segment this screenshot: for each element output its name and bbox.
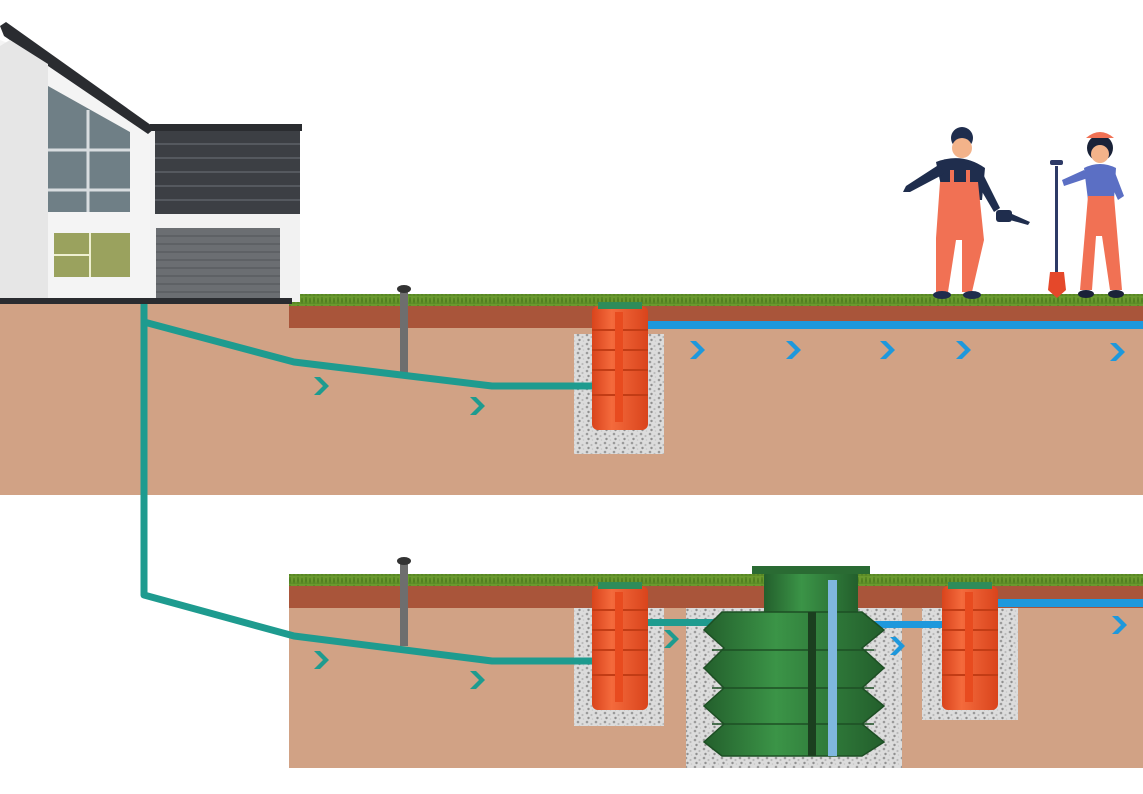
effluent-pipes <box>140 280 592 665</box>
shovel-icon <box>1048 160 1066 298</box>
gardener-man-icon <box>903 127 1000 299</box>
gardener-woman-icon <box>1062 132 1124 298</box>
watering-can-icon <box>996 210 1030 225</box>
clean-water-pipe <box>648 321 1143 329</box>
vent-pipe <box>397 285 411 376</box>
lower-panel <box>289 557 1143 768</box>
grass-strip <box>289 574 1143 586</box>
upper-panel <box>0 285 1143 495</box>
outlet-chamber <box>942 582 998 710</box>
vent-pipe <box>397 557 411 646</box>
treatment-tank <box>702 566 886 757</box>
house-icon <box>0 22 302 304</box>
filter-chamber <box>592 582 648 710</box>
effluent-pipe-upper <box>140 280 592 390</box>
connector-pipe <box>648 619 718 626</box>
filter-chamber <box>592 302 648 430</box>
effluent-pipe-lower <box>140 322 592 665</box>
clean-water-pipe <box>998 599 1143 607</box>
topsoil-layer <box>289 586 1143 608</box>
connector-pipe <box>868 621 944 628</box>
grass-strip <box>289 294 1143 306</box>
